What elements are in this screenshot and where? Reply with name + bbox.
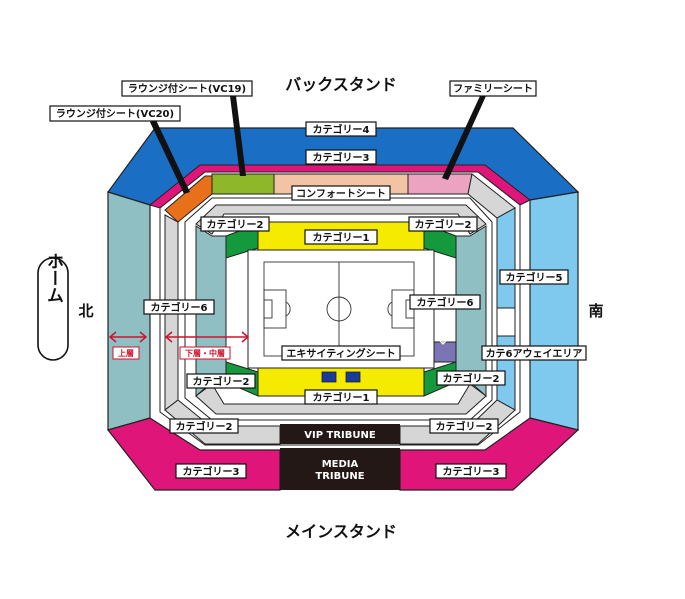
label-box-lower-mid-tier — [179, 346, 231, 360]
label-vc20[interactable]: ラウンジ付シート(VC20) — [56, 107, 174, 120]
section-cat5-inner[interactable] — [496, 207, 516, 311]
section-family[interactable] — [407, 173, 473, 195]
south-label: 南 — [588, 302, 603, 320]
label-comfort[interactable]: コンフォートシート — [296, 188, 386, 200]
label-box-cat3-top — [305, 149, 377, 165]
label-cat6-right[interactable]: カテゴリー6 — [417, 296, 474, 309]
label-box-cat2-bl — [186, 373, 256, 389]
label-lower-mid-tier: 下層・中層 — [185, 348, 225, 358]
label-box-cat3-br — [435, 463, 507, 479]
label-cat2-lower-right[interactable]: カテゴリー2 — [436, 420, 493, 433]
label-box-vc20 — [49, 105, 181, 122]
label-box-cat3-bl — [175, 463, 247, 479]
label-cat1-bottom[interactable]: カテゴリー1 — [313, 391, 370, 404]
home-label: ホーム — [43, 253, 63, 304]
label-cat2-bl[interactable]: カテゴリー2 — [193, 375, 250, 388]
label-box-cat2-br — [436, 370, 506, 386]
label-box-upper-tier — [112, 346, 140, 360]
label-upper-tier: 上層 — [118, 348, 134, 358]
label-family[interactable]: ファミリーシート — [453, 83, 533, 95]
label-box-cat5 — [499, 269, 569, 285]
label-box-cat6-left — [143, 299, 215, 315]
back-stand-label: バックスタンド — [285, 75, 397, 94]
label-cat3-br[interactable]: カテゴリー3 — [443, 465, 500, 478]
label-cat3-top[interactable]: カテゴリー3 — [313, 151, 370, 164]
label-cat2-br[interactable]: カテゴリー2 — [443, 372, 500, 385]
label-box-cat2-tl — [200, 216, 270, 232]
label-vip-tribune[interactable]: VIP TRIBUNE — [304, 430, 376, 441]
main-stand-label: メインスタンド — [285, 522, 397, 541]
label-box-cat4 — [305, 121, 377, 137]
label-media-2[interactable]: TRIBUNE — [315, 471, 364, 482]
label-cat2-tl[interactable]: カテゴリー2 — [207, 218, 264, 231]
label-cat5[interactable]: カテゴリー5 — [506, 271, 563, 284]
home-pill — [37, 257, 69, 361]
away-arrow-icon — [438, 323, 448, 345]
section-cat5-outer[interactable] — [529, 191, 579, 431]
label-vc19[interactable]: ラウンジ付シート(VC19) — [128, 82, 246, 95]
label-box-cat2-tr — [408, 216, 478, 232]
label-box-comfort — [291, 185, 391, 201]
label-box-cat1-bottom — [304, 389, 378, 405]
pointer-vc20 — [150, 120, 190, 194]
label-box-family — [449, 80, 537, 97]
tier-arrow-upper — [108, 331, 148, 343]
label-box-cat1-top — [304, 229, 378, 245]
label-cat3-bl[interactable]: カテゴリー3 — [183, 465, 240, 478]
label-box-away — [481, 345, 587, 361]
label-box-cat6-right — [409, 294, 481, 310]
section-lounge-vc19[interactable] — [211, 173, 275, 195]
label-box-vc19 — [121, 80, 253, 97]
exciting-seat-block-left[interactable] — [321, 371, 337, 383]
section-cat6-away-upper[interactable] — [496, 307, 516, 337]
label-media-1[interactable]: MEDIA — [322, 459, 359, 470]
label-cat1-top[interactable]: カテゴリー1 — [313, 231, 370, 244]
exciting-seat-block-right[interactable] — [345, 371, 361, 383]
section-media-tribune[interactable] — [280, 448, 400, 490]
label-away[interactable]: カテ6アウェイエリア — [486, 348, 583, 360]
label-cat6-left[interactable]: カテゴリー6 — [151, 301, 208, 314]
label-cat4[interactable]: カテゴリー4 — [313, 123, 370, 136]
pointer-family — [442, 96, 486, 180]
label-box-cat2-lower-left — [169, 418, 239, 434]
tier-arrow-lower-mid — [164, 331, 250, 343]
label-box-exciting — [281, 345, 401, 361]
north-label: 北 — [78, 302, 93, 320]
label-box-cat2-lower-right — [429, 418, 499, 434]
label-exciting[interactable]: エキサイティングシート — [286, 347, 395, 360]
label-cat2-lower-left[interactable]: カテゴリー2 — [176, 420, 233, 433]
pointer-vc19 — [230, 96, 246, 176]
section-vip-tribune[interactable] — [280, 424, 400, 444]
label-cat2-tr[interactable]: カテゴリー2 — [415, 218, 472, 231]
